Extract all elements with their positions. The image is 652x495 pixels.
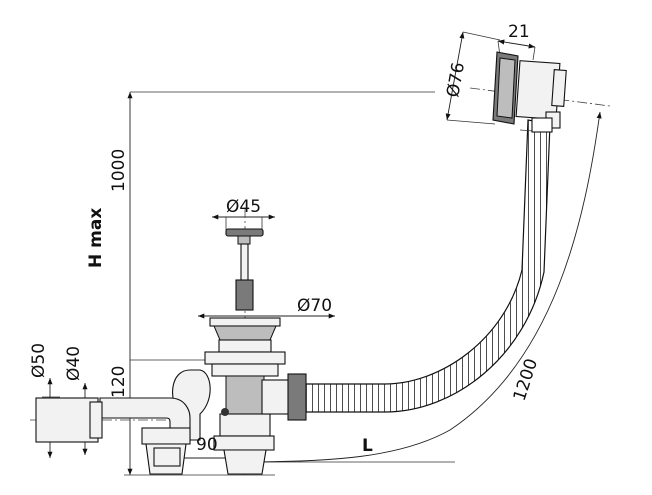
label-d70: Ø70 <box>297 296 332 316</box>
label-hmax: H max <box>86 208 106 268</box>
label-d50: Ø50 <box>29 343 49 378</box>
label-len1200: 1200 <box>510 356 542 403</box>
label-w21: 21 <box>508 22 530 42</box>
label-l: L <box>362 436 373 456</box>
waste-body <box>204 317 307 475</box>
label-w90: 90 <box>196 435 218 455</box>
label-d76: Ø76 <box>443 61 469 99</box>
dimension-labels: Ø76 21 Ø45 Ø70 Ø50 Ø40 120 1000 H max 90… <box>29 22 542 456</box>
trap-siphon <box>35 369 211 475</box>
label-h120: 120 <box>109 366 129 398</box>
flexible-hose <box>304 119 551 413</box>
plug-stopper <box>225 228 264 311</box>
label-d45: Ø45 <box>226 197 261 217</box>
label-h1000: 1000 <box>109 149 129 192</box>
overflow-assembly <box>492 51 567 133</box>
label-d40: Ø40 <box>64 346 84 381</box>
